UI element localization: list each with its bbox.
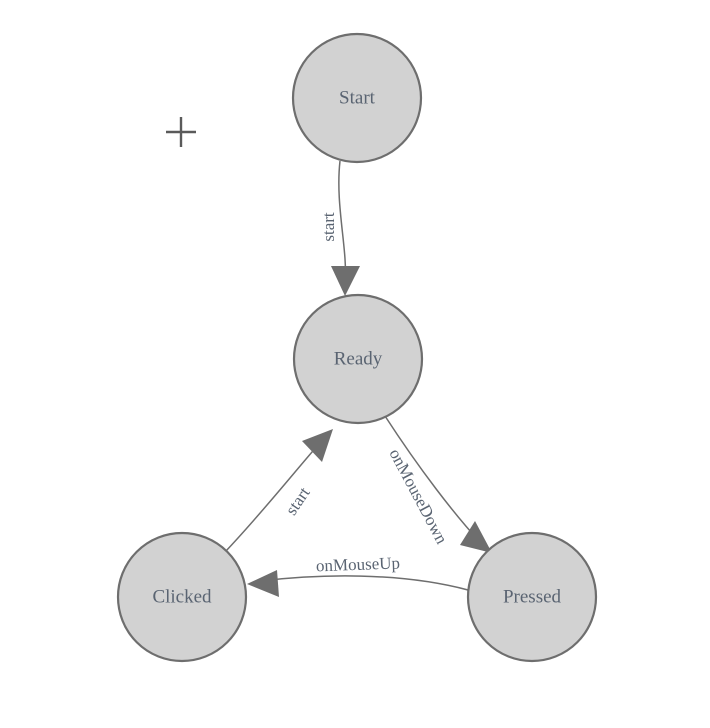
edge-pressed-to-clicked-path (260, 575, 469, 591)
edge-start-to-ready[interactable] (331, 160, 360, 296)
edge-start-to-ready-path (338, 160, 347, 283)
node-start-circle[interactable] (291, 32, 423, 164)
edge-label-onmouseup: onMouseUp (316, 553, 401, 575)
edge-pressed-to-clicked-arrowhead (247, 570, 279, 597)
edge-label-clicked-to-ready: start (282, 483, 314, 518)
node-pressed-circle[interactable] (466, 531, 598, 663)
edge-ready-to-pressed-arrowhead (460, 521, 492, 553)
edge-clicked-to-ready-arrowhead (302, 429, 333, 462)
edge-clicked-to-ready-path (224, 443, 320, 553)
edge-start-to-ready-arrowhead (331, 266, 360, 296)
node-ready[interactable]: Ready (292, 293, 424, 425)
node-ready-circle[interactable] (292, 293, 424, 425)
node-pressed[interactable]: Pressed (466, 531, 598, 663)
crosshair-icon (166, 117, 196, 147)
node-clicked-circle[interactable] (116, 531, 248, 663)
node-start[interactable]: Start (291, 32, 423, 164)
node-clicked[interactable]: Clicked (116, 531, 248, 663)
edge-ready-to-pressed[interactable] (384, 415, 492, 553)
edge-clicked-to-ready[interactable] (224, 429, 333, 553)
edge-label-start-to-ready: start (319, 212, 338, 242)
edge-pressed-to-clicked[interactable] (247, 570, 469, 597)
edge-ready-to-pressed-path (384, 415, 481, 543)
